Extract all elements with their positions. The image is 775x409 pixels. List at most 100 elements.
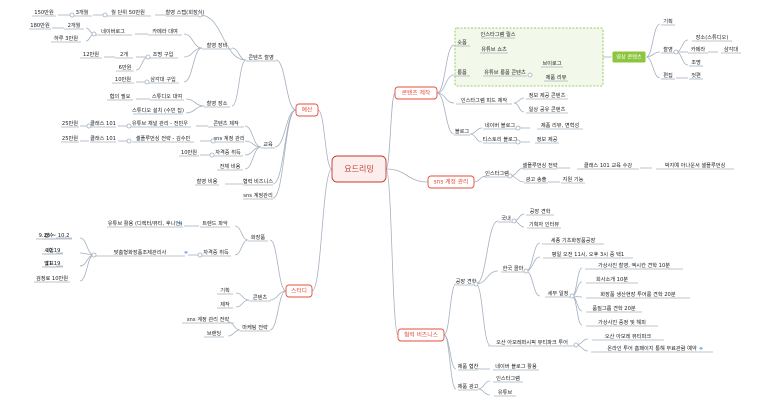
node-label[interactable]: 네이버로그 [101, 27, 125, 35]
node-label[interactable]: 스튜디오 설치 (수민 집) [132, 106, 184, 114]
node-label[interactable]: 조명 구입 [153, 50, 174, 58]
node-label[interactable]: 25만원 [62, 119, 78, 127]
node-label[interactable]: 공장 견학 [456, 277, 477, 285]
root-node[interactable]: 요드리밍 [344, 164, 373, 174]
node-label[interactable]: 자격증 취득 [203, 248, 229, 256]
collapse-toggle[interactable] [507, 173, 513, 179]
node-label[interactable]: 180만원 [30, 21, 50, 29]
collapse-toggle[interactable] [197, 12, 203, 18]
node-label[interactable]: 세종 기초화장품공장 [551, 236, 596, 244]
collapse-toggle[interactable] [86, 123, 92, 129]
node-label[interactable]: 네이버 블로그 [485, 121, 516, 129]
node-label[interactable]: 유튜브 쇼츠 [481, 46, 507, 53]
node-label[interactable]: 조명 [691, 59, 701, 66]
node-label[interactable]: 월 단위 50만원 [111, 8, 145, 16]
branch-content-make-box[interactable] [394, 86, 438, 100]
node-label[interactable]: 교육 [263, 141, 273, 148]
collapse-toggle[interactable] [210, 138, 216, 144]
node-label[interactable]: 셀플루먼싱 전략 - 김수민 [136, 134, 191, 142]
node-label[interactable]: 브이로그 [542, 59, 561, 67]
node-label[interactable]: 오산 아모레퍼시픽 뷰티파크 투어 [496, 338, 568, 346]
link-icon[interactable]: ⚭ [698, 346, 703, 353]
node-label[interactable]: 광고 송출 [526, 175, 547, 183]
node-label[interactable]: 인스타그램 [485, 169, 509, 177]
collapse-toggle[interactable] [573, 342, 579, 348]
node-label[interactable]: sns 계정 관리 전략 [187, 315, 230, 323]
node-label[interactable]: 세부 일정 [548, 289, 569, 297]
node-label[interactable]: 10.19 [46, 248, 61, 254]
node-label[interactable]: 장소(스튜디오) [696, 33, 729, 41]
node-label[interactable]: 가상사진 촬영, 엑시칸 견학 10분 [598, 261, 670, 269]
node-label[interactable]: 숏폼 [457, 38, 467, 46]
collapse-toggle[interactable] [511, 218, 517, 224]
node-label[interactable]: 유튜브 [498, 389, 513, 396]
node-label[interactable]: 하루 3만원 [54, 34, 78, 42]
video-content-node-box[interactable] [611, 50, 647, 64]
node-label[interactable]: 콘텐츠 제작 [213, 119, 239, 127]
link-icon[interactable]: ⚭ [177, 221, 182, 228]
collapse-toggle[interactable] [91, 31, 97, 37]
collapse-toggle[interactable] [197, 252, 203, 258]
collapse-toggle[interactable] [102, 12, 108, 18]
collapse-toggle[interactable] [515, 139, 521, 145]
node-label[interactable]: 품질그룹 견학 20분 [592, 304, 636, 312]
node-label[interactable]: 일상 공유 콘텐츠 [529, 105, 566, 113]
node-label[interactable]: 롱폼 [457, 69, 467, 76]
node-label[interactable]: 협력 비즈니스 [243, 177, 274, 185]
collapse-toggle[interactable] [673, 49, 679, 55]
node-label[interactable]: 9.26 ~ 10.2 [39, 233, 70, 239]
branch-study-box[interactable] [285, 284, 313, 298]
node-label[interactable]: 마케팅 전략 [242, 323, 268, 331]
node-label[interactable]: 티스토리 블로그 [482, 135, 517, 143]
node-label[interactable]: 셀플루먼싱 전략 [522, 161, 557, 169]
node-label[interactable]: 인스타그램 피드 제작 [461, 96, 507, 104]
node-label[interactable]: 블로그 [455, 128, 470, 135]
node-label[interactable]: 정보 제공 [537, 135, 558, 143]
node-label[interactable]: 온라인 투어 홈페이지 통해 무료관람 예약 [607, 344, 697, 352]
node-label[interactable]: 3개월 [76, 8, 89, 16]
node-label[interactable]: 컷편 [691, 71, 701, 79]
collapse-toggle[interactable] [569, 293, 575, 299]
node-label[interactable]: 전체 비용 [220, 162, 241, 170]
node-label[interactable]: 6만원 [119, 63, 132, 71]
node-label[interactable]: sns 계정 관리 [213, 134, 244, 142]
node-label[interactable]: 촬영 장소 [207, 99, 228, 107]
node-label[interactable]: 접수 [44, 231, 54, 239]
collapse-toggle[interactable] [145, 54, 151, 60]
node-label[interactable]: 인스타그램 릴스 [480, 30, 515, 38]
node-label[interactable]: 협의 필요 [110, 92, 131, 100]
branch-biz-box[interactable] [397, 328, 445, 342]
video-content-node[interactable]: 영상 콘텐츠 [616, 53, 642, 61]
node-label[interactable]: 공장 견학 [530, 207, 551, 215]
branch-biz[interactable]: 협력 비즈니스 [404, 331, 439, 339]
node-label[interactable]: 제품 리뷰, 변혁성 [541, 121, 580, 129]
node-label[interactable]: 한국 콜마 [503, 264, 524, 272]
node-label[interactable]: 카메라 대여 [152, 27, 178, 35]
collapse-toggle[interactable] [527, 72, 533, 78]
node-label[interactable]: 스튜디오 대여 [152, 92, 183, 100]
branch-budget[interactable]: 예산 [302, 106, 313, 114]
branch-sns[interactable]: sns 계정 관리 [434, 178, 469, 186]
link-icon[interactable]: ⚭ [183, 250, 188, 257]
node-label[interactable]: 촬영 비용 [197, 177, 218, 185]
collapse-toggle[interactable] [69, 12, 75, 18]
node-label[interactable]: 회사소개 10분 [596, 275, 628, 283]
node-label[interactable]: 편집 [663, 71, 673, 79]
collapse-toggle[interactable] [144, 79, 150, 85]
node-label[interactable]: 11.19 [46, 261, 61, 267]
collapse-toggle[interactable] [209, 152, 215, 158]
node-label[interactable]: 맞춤형화장품조제관리사 [114, 248, 167, 256]
node-label[interactable]: 유튜브 활용 (디렉터/뷰티, 후니언) [108, 219, 182, 227]
node-label[interactable]: 네이버 블로그 활용 [495, 362, 537, 370]
branch-content-make[interactable]: 콘텐츠 제작 [402, 89, 431, 97]
node-label[interactable]: 제품 광고 [458, 382, 479, 390]
node-label[interactable]: 가상사진 증정 및 해피 [598, 318, 646, 326]
node-label[interactable]: 인스타그램 [496, 374, 520, 382]
node-label[interactable]: 10만원 [181, 148, 197, 156]
node-label[interactable]: 삼각대 구입 [150, 75, 176, 83]
collapse-toggle[interactable] [515, 125, 521, 131]
node-label[interactable]: 평일 오전 11시, 오후 3시 중 택1 [552, 250, 624, 258]
node-label[interactable]: 지원 기능 [563, 175, 584, 183]
collapse-toggle[interactable] [523, 268, 529, 274]
branch-budget-box[interactable] [295, 103, 319, 117]
